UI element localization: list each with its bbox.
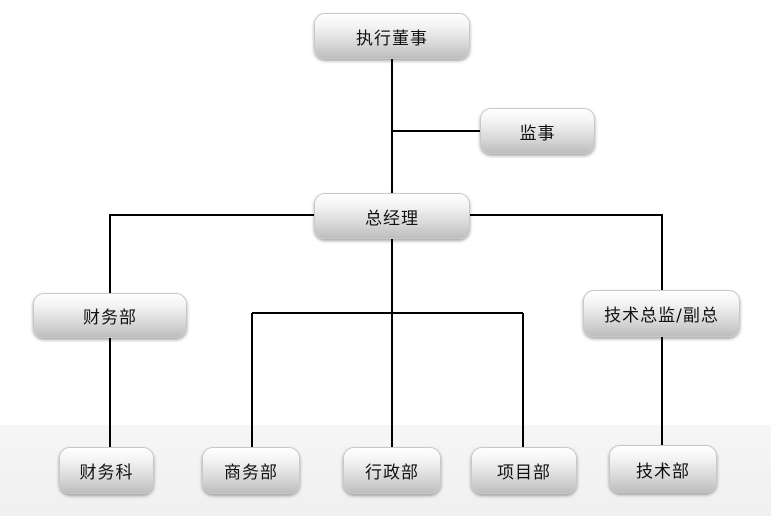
node-finance-department: 财务部 (33, 293, 187, 338)
node-executive-director: 执行董事 (314, 13, 470, 59)
node-business-department: 商务部 (202, 447, 300, 494)
connector-to-technical-director (470, 214, 663, 290)
node-finance-section: 财务科 (59, 447, 154, 494)
node-supervisor: 监事 (480, 108, 595, 154)
node-general-manager: 总经理 (314, 193, 470, 239)
node-technical-director: 技术总监/副总 (583, 290, 740, 337)
node-administration-department: 行政部 (343, 447, 441, 494)
node-project-department: 项目部 (471, 447, 577, 494)
node-technical-department: 技术部 (609, 445, 717, 493)
connector-to-finance-department (109, 214, 314, 293)
